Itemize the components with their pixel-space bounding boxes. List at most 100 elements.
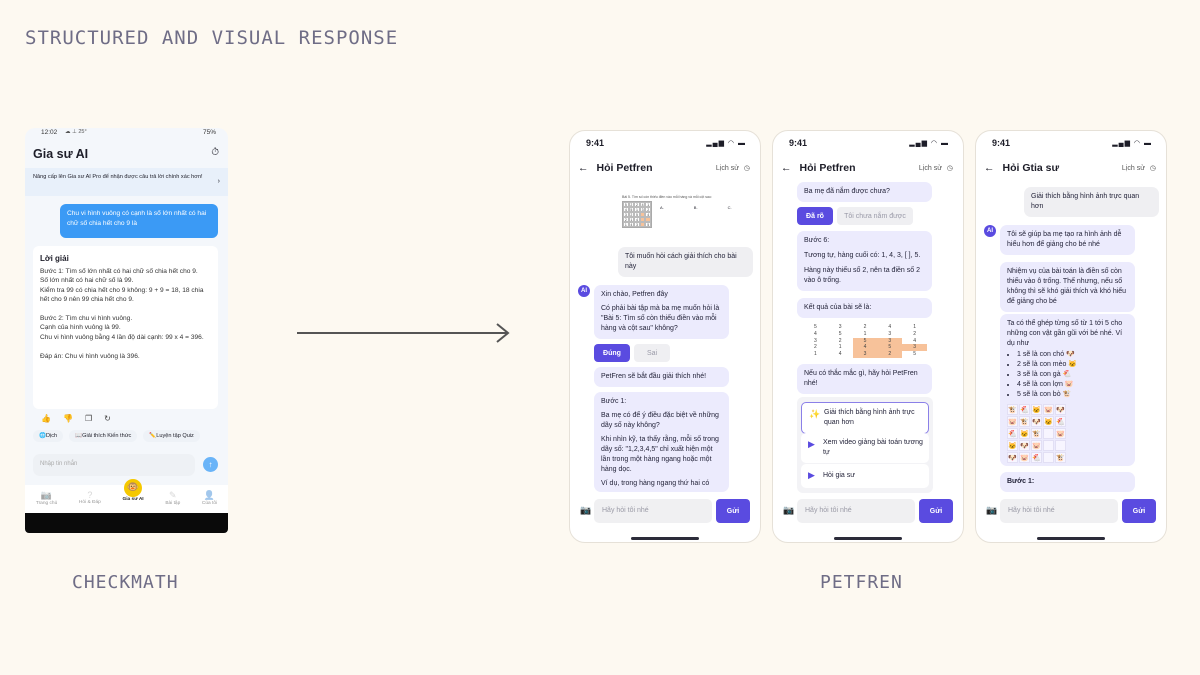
home-indicator xyxy=(631,537,699,540)
grid-cell: 4 xyxy=(634,217,640,222)
send-button[interactable]: Gửi xyxy=(919,499,953,523)
tab-0[interactable]: 📷Trang chủ xyxy=(36,485,57,513)
history-link[interactable]: Lịch sử◷ xyxy=(1122,164,1156,173)
step-text: Ba mẹ có để ý điều đặc biệt về những dãy… xyxy=(601,412,719,429)
grid-cell: 2 xyxy=(628,202,635,207)
chat-input[interactable]: Hãy hỏi tôi nhé xyxy=(1000,499,1118,523)
back-arrow-icon[interactable]: ← xyxy=(781,162,792,174)
grid-cell: 5 xyxy=(634,212,640,217)
emoji-cell xyxy=(1043,452,1054,463)
emoji-cell: 🐷 xyxy=(1031,440,1042,451)
understood-button[interactable]: Đã rõ xyxy=(797,207,833,225)
list-item: 3 sẽ là con gà 🐔 xyxy=(1017,370,1128,380)
ai-message: Tôi sẽ giúp ba mẹ tạo ra hình ảnh dễ hiể… xyxy=(1000,225,1135,255)
emoji-cell: 🐮 xyxy=(1031,428,1042,439)
grid-cell: 2 xyxy=(838,337,842,344)
chat-input[interactable]: Hãy hỏi tôi nhé xyxy=(594,499,712,523)
option-label: Hỏi gia sư xyxy=(823,472,855,479)
send-button[interactable]: Gửi xyxy=(716,499,750,523)
camera-icon[interactable]: 📷 xyxy=(783,505,795,515)
ai-message: Nhiệm vụ của bài toán là điền số còn thi… xyxy=(1000,262,1135,312)
status-time: 9:41 xyxy=(789,138,808,148)
answer-card: Lời giải Bước 1: Tìm số lớn nhất có hai … xyxy=(33,246,218,409)
status-time: 9:41 xyxy=(586,138,605,148)
status-battery: 75% xyxy=(202,129,216,136)
grid-cell: 2 xyxy=(628,212,635,217)
not-understood-button[interactable]: Tôi chưa nắm được xyxy=(837,207,913,225)
tab-4[interactable]: 👤Của tôi xyxy=(202,485,217,513)
emoji-cell: 🐱 xyxy=(1007,440,1018,451)
chip-quiz[interactable]: ✏️Luyện tập Quiz xyxy=(143,430,200,442)
camera-icon[interactable]: 📷 xyxy=(986,505,998,515)
grid-cell: 1 xyxy=(623,222,629,227)
no-button[interactable]: Sai xyxy=(634,344,670,362)
chat-input[interactable]: Hãy hỏi tôi nhé xyxy=(797,499,915,523)
emoji-cell: 🐔 xyxy=(1031,452,1042,463)
grid-cell: 4 xyxy=(639,202,646,207)
tab-label: Gia sư AI xyxy=(122,497,144,502)
grid-cell: 5 xyxy=(852,337,878,345)
answer-line: Bước 2: Tìm chu vi hình vuông. xyxy=(40,315,133,323)
yes-button[interactable]: Đúng xyxy=(594,344,630,362)
page-title: STRUCTURED AND VISUAL RESPONSE xyxy=(25,27,399,49)
clock-icon: ◷ xyxy=(946,165,953,172)
checkmath-phone: 12:02 ☁ ⊥ 25° 75% Gia sư AI ⏱ Nâng cấp l… xyxy=(25,128,228,533)
bottom-tab-bar: 📷Trang chủ?Hỏi & Đáp🐵Gia sư AI✎Bài tập👤C… xyxy=(25,479,228,513)
emoji-cell: 🐷 xyxy=(1055,428,1066,439)
list-item: 1 sẽ là con chó 🐶 xyxy=(1017,350,1128,360)
ai-message: Nếu có thắc mắc gì, hãy hỏi PetFren nhé! xyxy=(797,364,932,394)
chip-explain[interactable]: 📖Giải thích Kiến thức xyxy=(69,430,138,442)
header-title: Hỏi Gtia sư xyxy=(1002,162,1060,174)
chip-translate[interactable]: 🌐Dịch xyxy=(33,430,64,442)
grid-cell: 5 xyxy=(877,344,903,352)
home-indicator xyxy=(834,537,902,540)
ai-step-message: Bước 6:Tương tự, hàng cuối có: 1, 4, 3, … xyxy=(797,231,932,291)
tab-icon: ? xyxy=(87,490,93,500)
grid-cell: 5 xyxy=(623,202,629,207)
back-arrow-icon[interactable]: ← xyxy=(578,162,589,174)
tab-icon: 🐵 xyxy=(124,479,143,497)
chevron-right-icon: › xyxy=(217,178,220,185)
history-icon[interactable]: ⏱ xyxy=(211,147,219,158)
answer-line xyxy=(40,342,211,351)
thumbs-up-icon[interactable]: 👍 xyxy=(41,414,51,423)
tab-3[interactable]: ✎Bài tập xyxy=(165,485,180,513)
step-text: Khi nhìn kỹ, ta thấy rằng, mỗi số trong … xyxy=(601,436,719,473)
message-input[interactable]: Nhập tin nhắn xyxy=(33,454,195,476)
problem-image[interactable]: Bài 5. Tìm số còn thiếu điền vào mỗi hàn… xyxy=(622,195,747,241)
ai-message: Ba mẹ đã nắm được chưa? xyxy=(797,182,932,202)
tab-label: Hỏi & Đáp xyxy=(78,500,101,505)
grid-cell: 4 xyxy=(814,330,817,337)
tab-icon: 👤 xyxy=(203,490,216,500)
tab-2[interactable]: 🐵Gia sư AI xyxy=(122,479,144,513)
grid-cell: 1 xyxy=(814,351,817,358)
status-time: 12:02 xyxy=(41,129,58,136)
grid-cell: 4 xyxy=(628,222,635,227)
petfren-phone-3: 9:41 ▂▄▆ ◠ ▬ ←Hỏi Gtia sư Lịch sử◷ Giải … xyxy=(975,130,1167,543)
header-title: Hỏi Petfren xyxy=(799,162,856,174)
send-button[interactable]: Gửi xyxy=(1122,499,1156,523)
option-visual-explanation[interactable]: ✨Giải thích bằng hình ảnh trực quan hơn xyxy=(801,402,929,434)
user-message: Chu vi hình vuông có cạnh là số lớn nhất… xyxy=(60,204,218,238)
grid-cell: 1 xyxy=(634,207,640,212)
camera-icon[interactable]: 📷 xyxy=(580,505,592,515)
refresh-icon[interactable]: ↻ xyxy=(104,414,111,423)
option-watch-video[interactable]: ▶Xem video giảng bài toán tương tự xyxy=(801,433,929,463)
petfren-phone-1: 9:41 ▂▄▆ ◠ ▬ ←Hỏi Petfren Lịch sử◷ Bài 5… xyxy=(569,130,761,543)
send-button[interactable]: ↑ xyxy=(203,457,218,472)
list-item: 2 sẽ là con mèo 🐱 xyxy=(1017,360,1128,370)
copy-icon[interactable]: ❐ xyxy=(84,414,93,423)
grid-cell: 3 xyxy=(877,337,903,345)
thumbs-down-icon[interactable]: 👎 xyxy=(62,414,73,423)
option-ask-tutor[interactable]: ▶Hỏi gia sư xyxy=(801,464,929,488)
ai-avatar: AI xyxy=(984,225,996,237)
ai-message: Kết quả của bài sẽ là: xyxy=(797,298,932,318)
upgrade-banner[interactable]: Nâng cấp lên Gia sư AI Pro để nhận được … xyxy=(25,168,228,196)
history-link[interactable]: Lịch sử◷ xyxy=(919,164,953,173)
history-link[interactable]: Lịch sử◷ xyxy=(715,164,750,173)
history-label: Lịch sử xyxy=(715,164,739,172)
message-text: Ta có thể ghép từng số từ 1 tới 5 cho nh… xyxy=(1007,320,1123,347)
tab-1[interactable]: ?Hỏi & Đáp xyxy=(79,485,101,513)
grid-cell: 1 xyxy=(838,344,842,351)
back-arrow-icon[interactable]: ← xyxy=(984,162,995,174)
